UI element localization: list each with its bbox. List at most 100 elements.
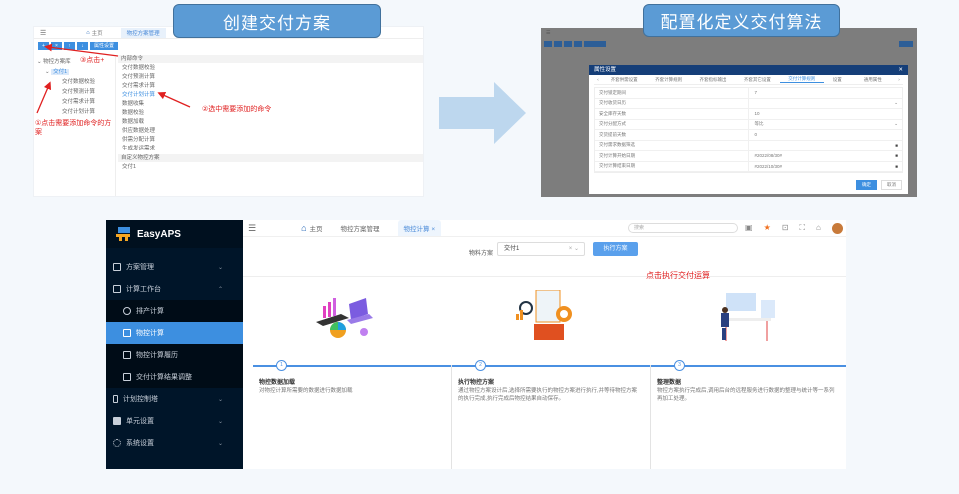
scheme-tree: ⌄ 物控方案库 ⌄ 交付1 交付数据校验 交付预测计算 交付需求计算 交付计划计… [34,57,116,196]
tree-child[interactable]: 交付数据校验 [62,79,96,85]
table-icon [123,329,131,337]
step-desc: 物控方案执行完成后,调用后台的远程服务进行数据的整理与统计等一系列再加工处理。 [657,388,835,402]
tab[interactable]: 设置 [832,76,842,82]
internal-commands-header: 内部命令 [118,55,423,63]
menu-scheduling-calc[interactable]: 排产计算 [106,300,243,322]
cancel-button[interactable]: 取消 [881,180,902,190]
menu-delivery-result-adjust[interactable]: 交付计算结果调整 [106,366,243,388]
command-item[interactable]: 数据收集 [122,101,145,107]
move-up-button[interactable]: ↑ [64,42,75,50]
step-number: 3 [674,360,685,371]
material-scheme-select[interactable]: 交付1 × ⌄ [497,242,585,256]
move-down-button[interactable]: ↓ [77,42,88,50]
property-row[interactable]: 交付分配方式等比⌄ [595,119,902,130]
tab[interactable]: 齐套计算规则 [655,76,683,82]
image-search-icon[interactable]: ⊡ [781,223,789,232]
menu-toggle-icon[interactable]: ☰ [248,222,257,233]
dialog-tabs: ‹ 齐套供需设置 齐套计算规则 齐套指标输出 齐套其它设置 交付计算规则 设置 … [594,75,903,85]
command-item[interactable]: 交付需求计算 [122,83,156,89]
command-item[interactable]: 数据加载 [122,119,145,125]
tab-active[interactable]: 交付计算规则 [779,76,824,83]
tab-home[interactable]: 主页 [309,226,323,233]
process-steps: 1 物控数据加载 对物控计算所需要的数据进行数据加载 2 执行物控方案 通过物控… [253,360,846,469]
custom-schemes-header: 自定义物控方案 [118,154,423,162]
command-item-selected[interactable]: 交付计划计算 [122,92,156,98]
chevron-left-icon[interactable]: ‹ [597,77,599,82]
property-row[interactable]: 交付收货日历⌄ [595,98,902,109]
data-loading-illustration-icon [316,298,373,338]
property-settings-button[interactable]: 属性设置 [90,42,119,50]
tab[interactable]: 齐套其它设置 [743,76,771,82]
gear-icon [113,439,121,447]
step-number: 1 [276,360,287,371]
chevron-down-icon: ⌄ [217,264,223,271]
bg-button [899,41,913,47]
menu-icon[interactable]: ☰ [40,29,47,37]
tab-scheme-management[interactable]: 物控方案管理 [120,27,166,38]
tab[interactable]: 通用属性 [863,76,882,82]
command-item[interactable]: 供应数据处理 [122,128,156,134]
sidebar: EasyAPS 方案管理⌄ 计算工作台⌃ 排产计算 物控计算 物控计算履历 交付… [106,220,243,469]
clear-chevron-icon: × ⌄ [568,246,579,252]
tab[interactable]: 齐套指标输出 [699,76,727,82]
home-icon[interactable]: ⌂ [301,223,307,233]
add-button[interactable]: + [38,42,49,50]
module-icon [113,263,121,271]
fullscreen-icon[interactable]: ⛶ [799,223,806,232]
chevron-right-icon[interactable]: › [898,77,900,82]
menu-material-calc[interactable]: 物控计算 [106,322,243,344]
property-row[interactable]: 交付计算结束日期#2022/10/30#■ [595,161,902,172]
search-input[interactable]: 搜索 [628,223,738,233]
menu-system-settings[interactable]: 系统设置⌄ [106,432,243,454]
close-icon[interactable]: ✕ [898,67,903,73]
property-row[interactable]: 交付计算开始日期#2022/08/30#■ [595,151,902,162]
module-icon [113,285,121,293]
chevron-up-icon: ⌃ [217,286,223,293]
annotation-run: 点击执行交付运算 [646,271,710,280]
panel-create-scheme: ☰ ⌂ 主页 物控方案管理 +×↑↓属性设置 ⌄ 物控方案库 ⌄ 交付1 交付数… [33,26,424,197]
tower-icon [113,395,118,403]
delete-button[interactable]: × [51,42,62,50]
chevron-down-icon: ⌄ [217,396,223,403]
home-icon[interactable]: ⌂ [86,29,90,36]
menu-control-tower[interactable]: 计划控制塔⌄ [106,388,243,410]
table-icon [123,351,131,359]
avatar[interactable] [831,223,843,234]
tab[interactable]: 齐套供需设置 [610,76,638,82]
data-arrangement-illustration-icon [721,293,775,341]
home-link[interactable]: 主页 [91,30,103,37]
chevron-down-icon: ⌄ [894,121,898,127]
tab-material-calc[interactable]: 物控计算 × [397,220,442,236]
menu-material-calc-history[interactable]: 物控计算履历 [106,344,243,366]
command-item[interactable]: 生成发运需求 [122,146,156,150]
step-desc: 对物控计算所需要的数据进行数据加载 [259,388,353,394]
tree-root[interactable]: ⌄ 物控方案库 [37,59,71,65]
panel1-header: ☰ ⌂ 主页 物控方案管理 [34,27,423,39]
command-item[interactable]: 数据校验 [122,110,145,116]
bg-toolbar [544,41,606,47]
execute-scheme-button[interactable]: 执行方案 [593,242,638,256]
tab-scheme-management[interactable]: 物控方案管理 [340,226,380,233]
menu-scheme-management[interactable]: 方案管理⌄ [106,256,243,278]
callout-configure-algorithm: 配置化定义交付算法 [643,4,840,37]
step-title: 物控数据加载 [259,380,296,386]
tree-child[interactable]: 交付预测计算 [62,89,96,95]
star-icon[interactable]: ★ [763,223,771,232]
chart-icon[interactable]: ▣ [745,223,753,232]
custom-scheme-item[interactable]: 交付1 [122,164,137,170]
tree-child[interactable]: 交付需求计算 [62,99,96,105]
command-item[interactable]: 交付预测计算 [122,74,156,80]
property-row[interactable]: 交付需求数据筛选■ [595,140,902,151]
command-item[interactable]: 交付数据校验 [122,65,156,71]
ok-button[interactable]: 确定 [856,180,877,190]
header-icons: ▣ ★ ⊡ ⛶ ⌂ [745,223,843,234]
menu-calc-workbench[interactable]: 计算工作台⌃ [106,278,243,300]
menu-unit-settings[interactable]: 单元设置⌄ [106,410,243,432]
command-item[interactable]: 供需分配计算 [122,137,156,143]
lock-icon[interactable]: ⌂ [816,223,821,232]
tree-child[interactable]: 交付计划计算 [62,109,96,115]
tree-scheme[interactable]: ⌄ 交付1 [45,69,70,75]
